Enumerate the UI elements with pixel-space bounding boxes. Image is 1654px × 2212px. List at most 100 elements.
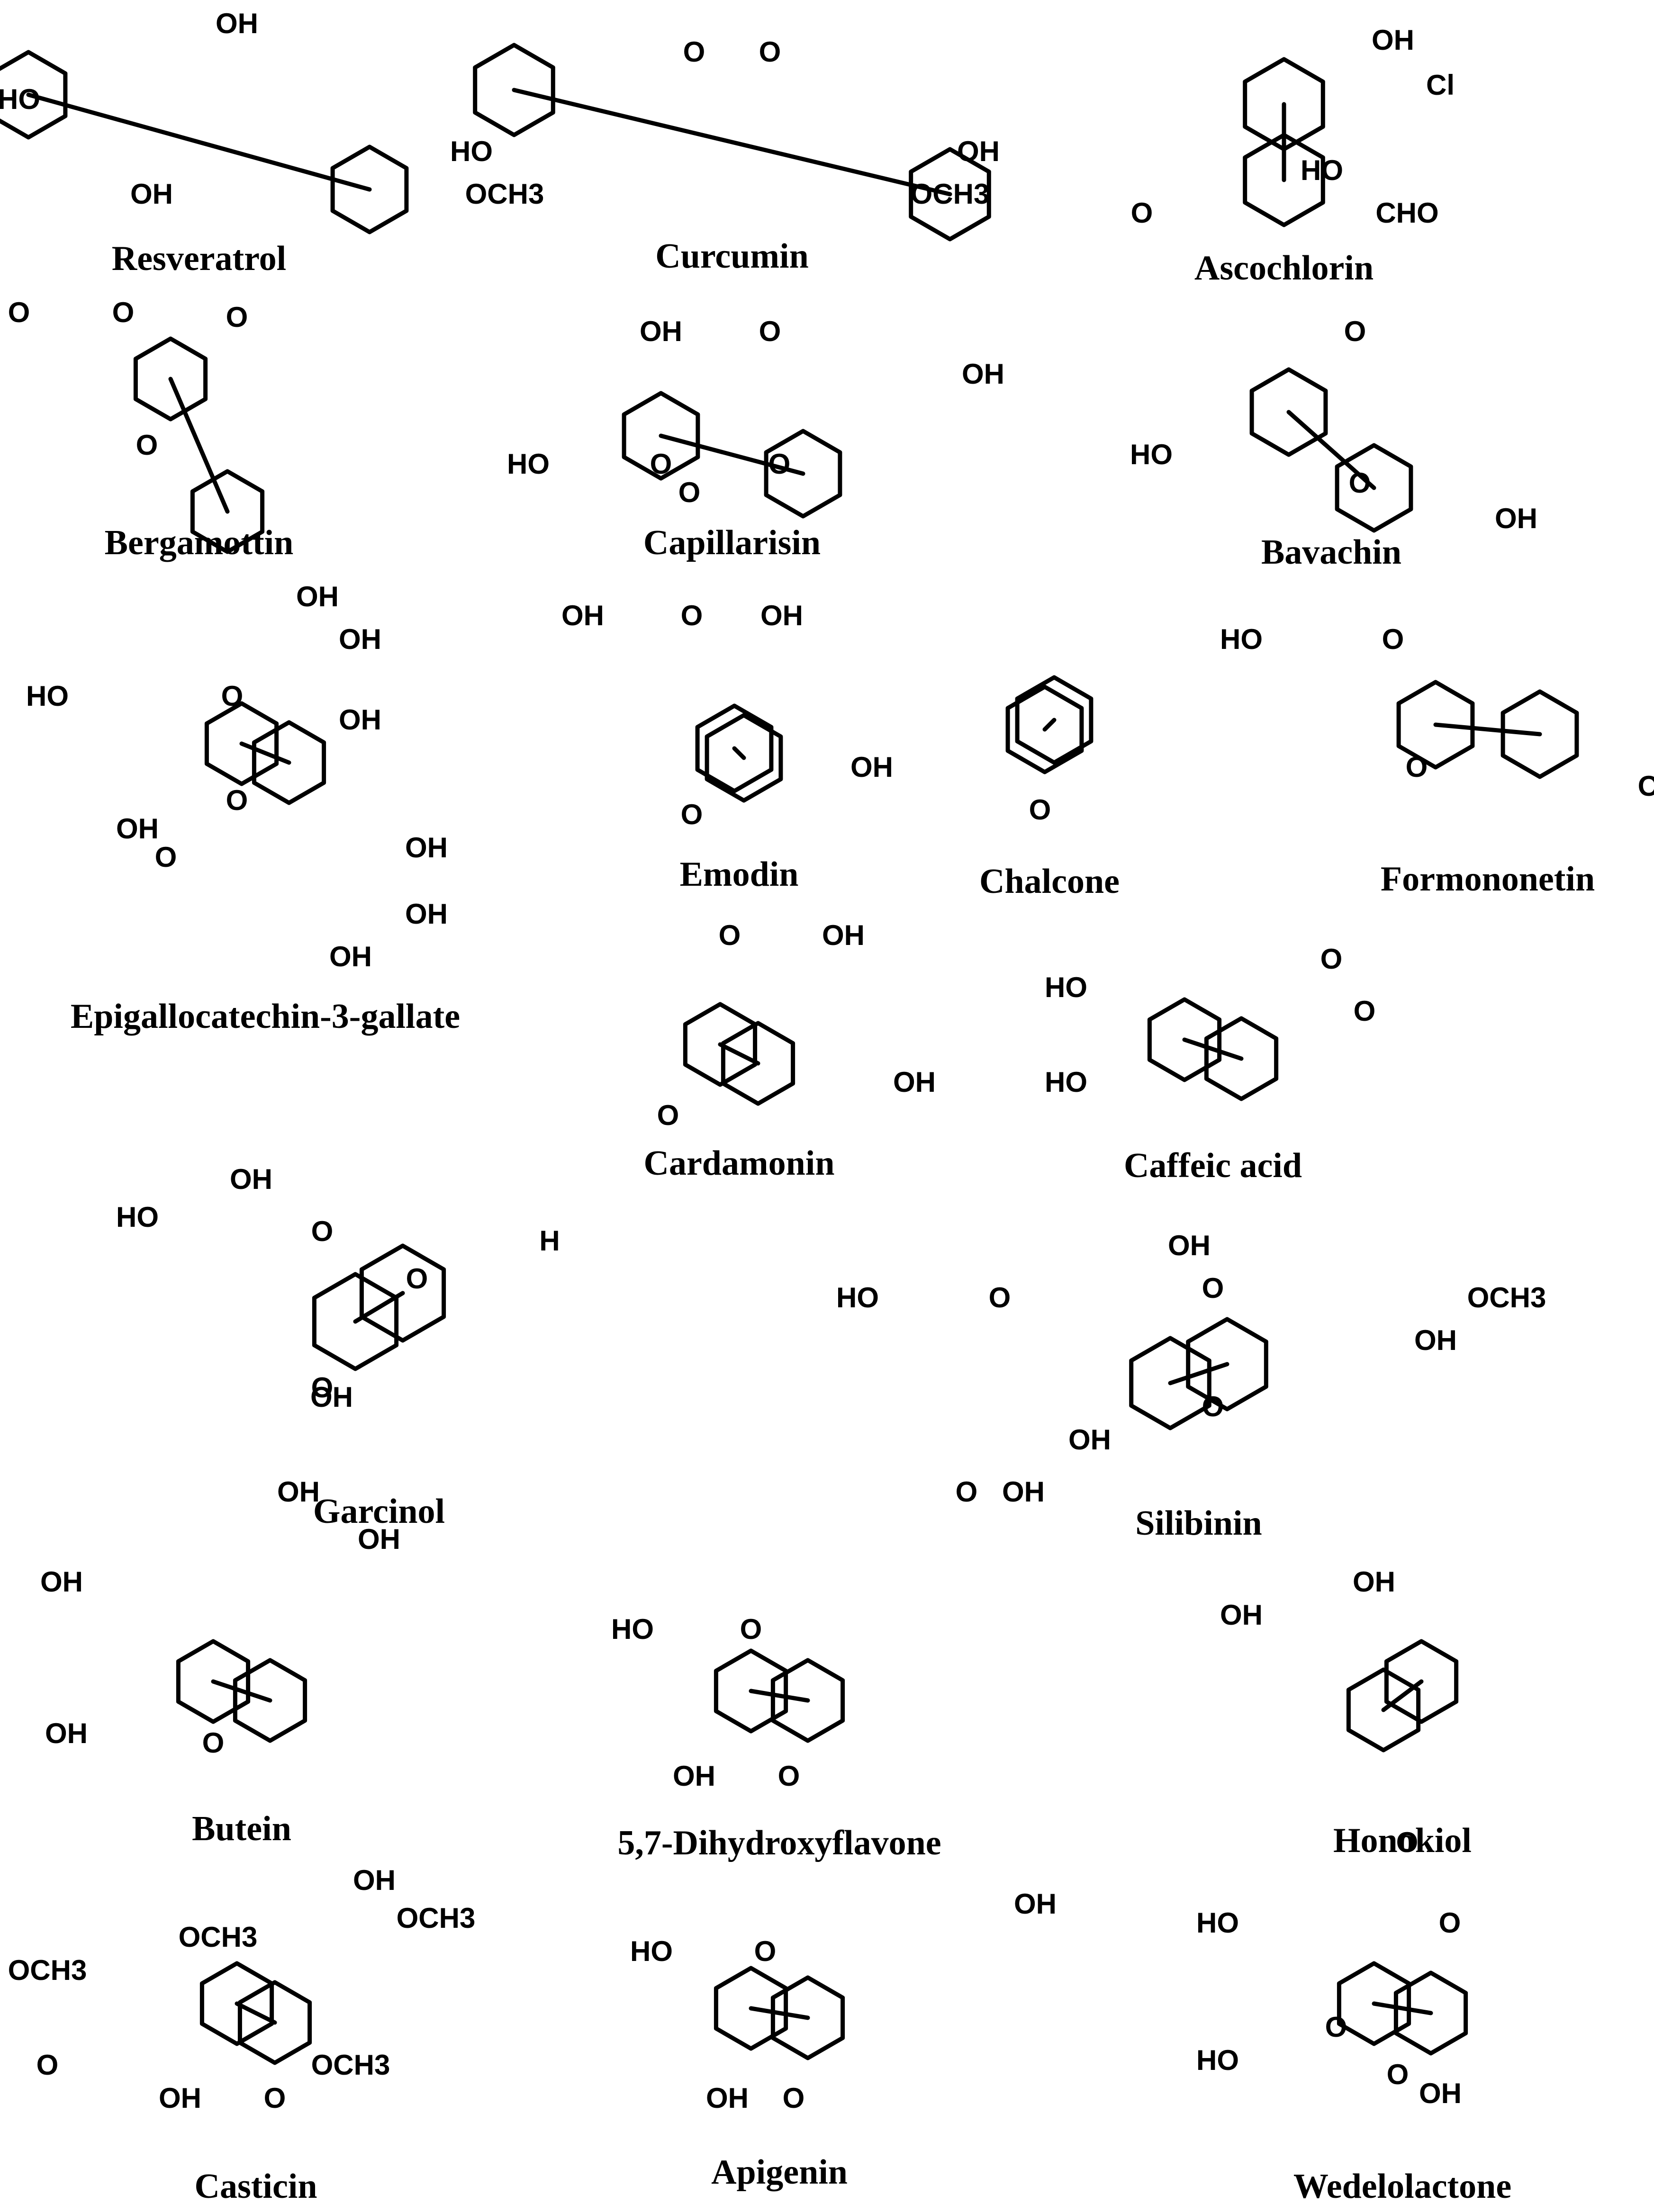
formononetin-ring-a bbox=[1396, 680, 1475, 770]
silibinin-atom-label: O bbox=[956, 1476, 978, 1508]
silibinin-atom-label: O bbox=[989, 1282, 1011, 1313]
bergamottin-atom-label: O bbox=[8, 297, 30, 328]
wedelolactone-atom-label: O bbox=[1439, 1907, 1461, 1939]
honokiol-linker-bond bbox=[1381, 1679, 1424, 1712]
casticin-atom-label: O bbox=[36, 2049, 59, 2081]
compound-name-cardamonin: Cardamonin bbox=[644, 1144, 835, 1183]
compound-name-honokiol: Honokiol bbox=[1333, 1821, 1472, 1860]
capillarisin-ring-b bbox=[764, 429, 842, 519]
emodin-ring-b bbox=[705, 713, 783, 803]
wedelolactone-ring-b bbox=[1393, 1970, 1468, 2056]
garcinol-atom-label: O bbox=[311, 1372, 334, 1403]
compound-name-5-7-dihydroxyflavone: 5,7-Dihydroxyflavone bbox=[617, 1824, 941, 1862]
casticin-atom-label: OCH3 bbox=[179, 1921, 258, 1953]
cardamonin-ring-b bbox=[721, 1021, 795, 1106]
5-7-dihydroxyflavone-atom-label: OH bbox=[673, 1760, 715, 1792]
compound-name-ascochlorin: Ascochlorin bbox=[1194, 249, 1374, 288]
silibinin-atom-label: OH bbox=[1414, 1324, 1457, 1356]
casticin-atom-label: OCH3 bbox=[311, 2049, 390, 2081]
silibinin-linker-bond bbox=[1168, 1362, 1229, 1385]
formononetin-linker-bond bbox=[1433, 722, 1542, 737]
butein-atom-label: O bbox=[202, 1727, 225, 1759]
garcinol-atom-label: HO bbox=[116, 1201, 159, 1233]
ascochlorin-atom-label: CHO bbox=[1375, 197, 1438, 229]
casticin-atom-label: OH bbox=[353, 1864, 396, 1896]
ascochlorin-atom-label: O bbox=[1131, 197, 1153, 229]
silibinin-ring-b bbox=[1129, 1336, 1211, 1430]
compound-name-apigenin: Apigenin bbox=[711, 2153, 848, 2192]
caffeic-acid-ring-b bbox=[1204, 1016, 1279, 1101]
ascochlorin-atom-label: HO bbox=[1301, 154, 1343, 186]
honokiol-atom-label: OH bbox=[1220, 1599, 1263, 1631]
cardamonin-atom-label: O bbox=[657, 1099, 679, 1131]
compound-honokiol: OH OH Honokiol bbox=[1220, 1566, 1472, 1860]
bavachin-ring-a bbox=[1249, 367, 1328, 457]
compound-name-capillarisin: Capillarisin bbox=[643, 523, 821, 562]
bavachin-atom-label: O bbox=[1344, 315, 1366, 347]
bavachin-linker-bond bbox=[1286, 410, 1376, 490]
5-7-dihydroxyflavone-ring-b bbox=[770, 1658, 845, 1743]
emodin-atom-label: OH bbox=[561, 600, 604, 631]
apigenin-ring-b bbox=[770, 1975, 845, 2060]
epigallocatechin-3-gallate-ring-b bbox=[252, 720, 326, 805]
resveratrol-atom-label: OH bbox=[216, 8, 258, 39]
curcumin-atom-label: O bbox=[759, 36, 781, 68]
capillarisin-atom-label: O bbox=[678, 477, 701, 508]
wedelolactone-atom-label: O bbox=[1387, 2059, 1409, 2090]
capillarisin-atom-label: O bbox=[768, 448, 791, 480]
apigenin-linker-bond bbox=[749, 2006, 810, 2020]
compound-name-epigallocatechin-3-gallate: Epigallocatechin-3-gallate bbox=[71, 997, 460, 1036]
compound-name-caffeic-acid: Caffeic acid bbox=[1124, 1146, 1302, 1185]
epigallocatechin-3-gallate-atom-label: OH bbox=[329, 941, 372, 972]
butein-atom-label: OH bbox=[40, 1566, 83, 1598]
caffeic-acid-atom-label: O bbox=[1354, 995, 1376, 1027]
compound-name-curcumin: Curcumin bbox=[655, 237, 808, 276]
epigallocatechin-3-gallate-atom-label: OH bbox=[405, 832, 448, 863]
garcinol-ring-b bbox=[359, 1243, 446, 1343]
epigallocatechin-3-gallate-atom-label: OH bbox=[296, 581, 339, 612]
capillarisin-atom-label: HO bbox=[507, 448, 550, 480]
cardamonin-linker-bond bbox=[718, 1042, 760, 1066]
apigenin-atom-label: HO bbox=[630, 1935, 673, 1967]
resveratrol-linker-bond bbox=[26, 92, 372, 192]
compound-name-formononetin: Formononetin bbox=[1381, 860, 1595, 899]
epigallocatechin-3-gallate-atom-label: OH bbox=[405, 898, 448, 930]
apigenin-atom-label: O bbox=[754, 1935, 777, 1967]
epigallocatechin-3-gallate-atom-label: O bbox=[226, 784, 248, 816]
emodin-atom-label: O bbox=[681, 799, 703, 830]
silibinin-ring-a bbox=[1186, 1317, 1268, 1412]
bergamottin-atom-label: O bbox=[136, 429, 158, 461]
emodin-atom-label: OH bbox=[760, 600, 803, 631]
curcumin-atom-label: OCH3 bbox=[911, 178, 990, 210]
epigallocatechin-3-gallate-atom-label: OH bbox=[339, 623, 381, 655]
casticin-atom-label: OCH3 bbox=[8, 1954, 87, 1986]
chalcone-ring-a bbox=[1005, 684, 1084, 774]
epigallocatechin-3-gallate-atom-label: HO bbox=[26, 680, 69, 712]
silibinin-atom-label: OH bbox=[1002, 1476, 1045, 1508]
formononetin-atom-label: HO bbox=[1220, 623, 1263, 655]
bavachin-ring-b bbox=[1335, 443, 1413, 533]
honokiol-ring-a bbox=[1384, 1639, 1459, 1724]
honokiol-atom-label: OH bbox=[1353, 1566, 1395, 1598]
compound-name-silibinin: Silibinin bbox=[1135, 1504, 1262, 1543]
emodin-atom-label: O bbox=[681, 600, 703, 631]
curcumin-atom-label: O bbox=[683, 36, 705, 68]
apigenin-atom-label: OH bbox=[1014, 1888, 1057, 1920]
caffeic-acid-atom-label: O bbox=[1320, 943, 1343, 975]
epigallocatechin-3-gallate-atom-label: OH bbox=[116, 813, 159, 845]
epigallocatechin-3-gallate-linker-bond bbox=[239, 741, 291, 765]
wedelolactone-atom-label: O bbox=[1325, 2011, 1347, 2043]
epigallocatechin-3-gallate-atom-label: O bbox=[155, 841, 177, 873]
